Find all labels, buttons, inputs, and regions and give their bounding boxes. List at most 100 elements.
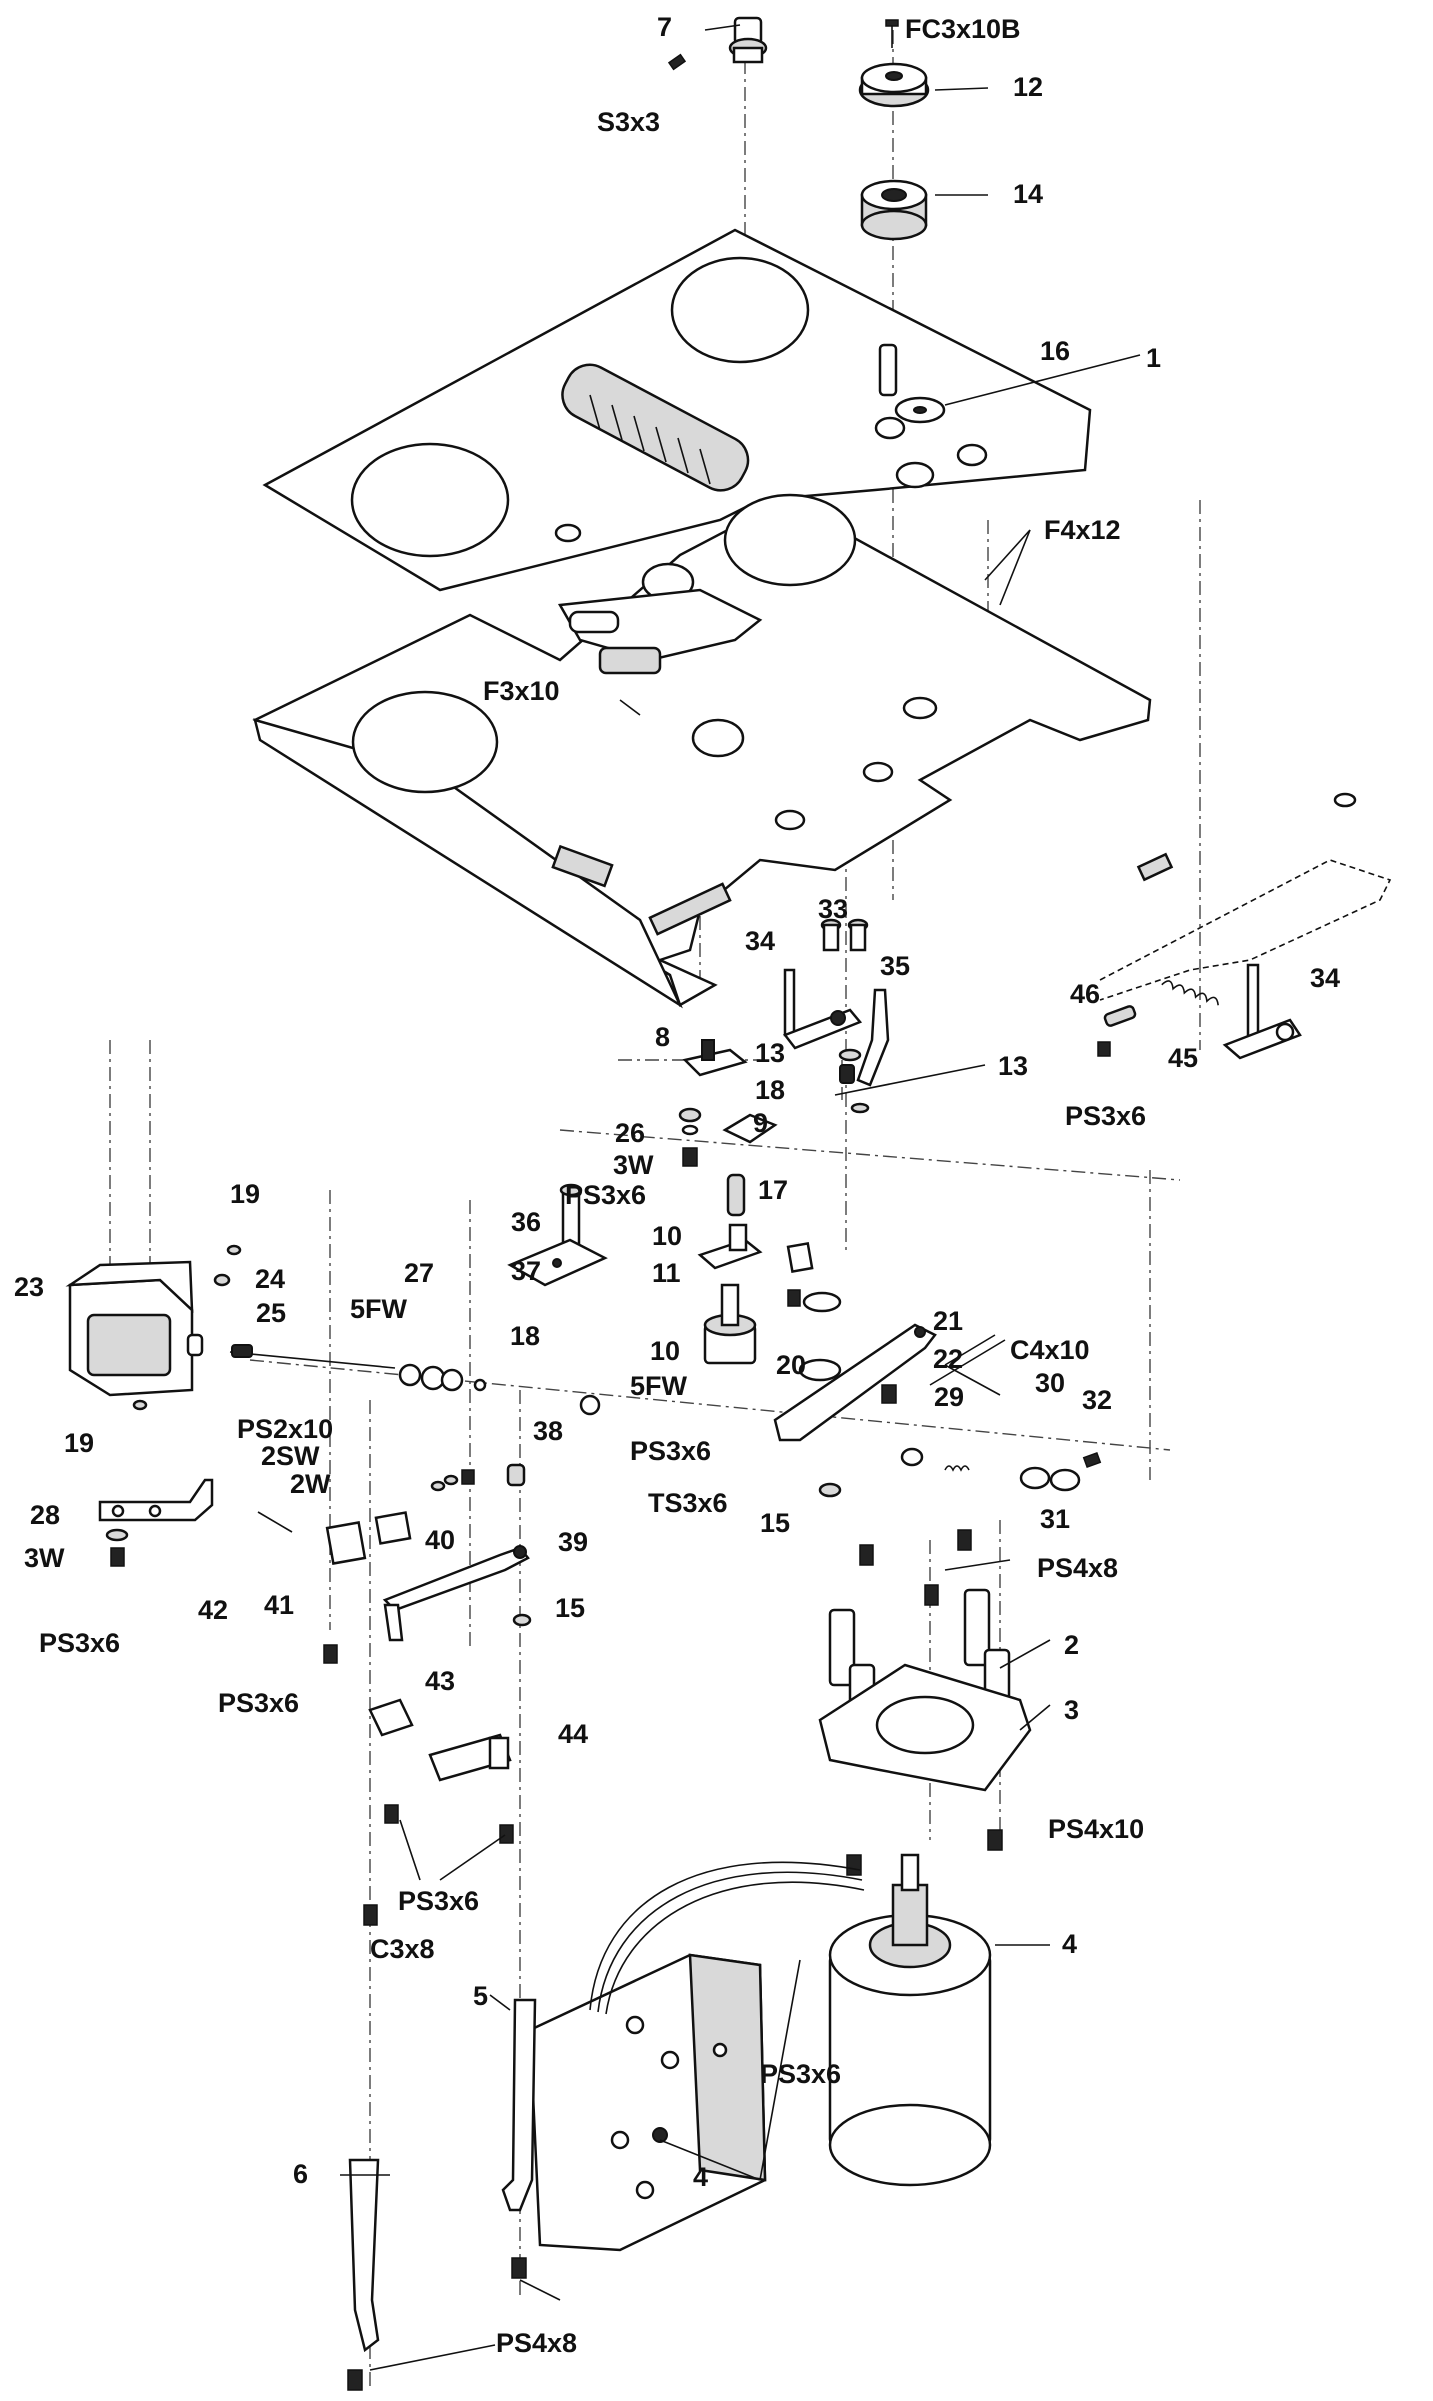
label-18-mid: 18 xyxy=(510,1321,540,1351)
label-s3x3: S3x3 xyxy=(597,107,660,137)
label-17: 17 xyxy=(758,1175,788,1205)
label-23: 23 xyxy=(14,1272,44,1302)
label-ps3x6-41: PS3x6 xyxy=(218,1688,299,1718)
washer-3w-left xyxy=(105,1528,129,1542)
part-4-control-board xyxy=(528,1953,767,2252)
part-37-plate xyxy=(507,1238,608,1287)
label-45: 45 xyxy=(1168,1043,1198,1073)
label-5fw-left: 5FW xyxy=(350,1294,408,1324)
label-ps4x8-bottom: PS4x8 xyxy=(496,2328,577,2358)
label-ps3x6-left: PS3x6 xyxy=(39,1628,120,1658)
part-6-bracket xyxy=(348,2158,380,2353)
label-ps3x6-mid: PS3x6 xyxy=(565,1180,646,1210)
part-24-pin xyxy=(213,1273,231,1287)
part-16-top-plate xyxy=(262,228,1092,592)
part-25-rod xyxy=(229,1344,396,1369)
label-44: 44 xyxy=(558,1719,588,1749)
label-22: 22 xyxy=(933,1344,963,1374)
label-42: 42 xyxy=(198,1595,228,1625)
label-16: 16 xyxy=(1040,336,1070,366)
label-19-top: 19 xyxy=(230,1179,260,1209)
label-15-left: 15 xyxy=(555,1593,585,1623)
label-10-top: 10 xyxy=(652,1221,682,1251)
screw-ps3x6-right xyxy=(1097,1041,1111,1057)
label-33: 33 xyxy=(818,894,848,924)
screws-ps4x8-top xyxy=(859,1529,972,1606)
part-10-shaft xyxy=(726,1173,746,1217)
label-30: 30 xyxy=(1035,1368,1065,1398)
part-5-bracket xyxy=(501,1998,537,2212)
label-2w: 2W xyxy=(290,1469,331,1499)
part-31-nut xyxy=(1019,1466,1081,1492)
part-17-clip xyxy=(786,1241,814,1273)
part-12-pulley xyxy=(858,62,930,108)
part-18-pin xyxy=(839,1064,855,1084)
part-42-pin xyxy=(257,1511,293,1533)
part-41-block xyxy=(325,1521,367,1565)
label-8: 8 xyxy=(655,1022,670,1052)
label-24: 24 xyxy=(255,1264,285,1294)
label-26: 26 xyxy=(615,1118,645,1148)
part-20-pulley xyxy=(798,1291,842,1382)
label-c3x8: C3x8 xyxy=(370,1934,435,1964)
right-subassembly-ghost xyxy=(1099,792,1392,1001)
part-43-clip xyxy=(368,1698,414,1737)
label-35: 35 xyxy=(880,951,910,981)
chassis-plate xyxy=(252,493,1152,1009)
part-14-capstan-roller xyxy=(860,179,928,241)
label-41: 41 xyxy=(264,1590,294,1620)
part-8-bracket xyxy=(682,1039,748,1077)
screw-ps4x10 xyxy=(987,1829,1003,1851)
label-31: 31 xyxy=(1040,1504,1070,1534)
part-21-22-arm xyxy=(773,1323,937,1442)
screws-ps3x6-lower xyxy=(384,1804,514,1844)
slot-ribs xyxy=(589,394,711,485)
label-25: 25 xyxy=(256,1298,286,1328)
part-27-washers xyxy=(398,1363,487,1392)
label-39: 39 xyxy=(558,1527,588,1557)
part-45-spring xyxy=(1161,980,1219,1006)
part-13-washer xyxy=(838,1048,870,1114)
label-46: 46 xyxy=(1070,979,1100,1009)
label-2sw: 2SW xyxy=(261,1441,320,1471)
label-4-motor: 4 xyxy=(1062,1929,1077,1959)
label-f4x12: F4x12 xyxy=(1044,515,1121,545)
leader-lines xyxy=(340,24,1141,2371)
label-ps3x6-right: PS3x6 xyxy=(1065,1101,1146,1131)
screw-ps2x10 xyxy=(430,1469,475,1492)
screw-ps3x6-left xyxy=(110,1547,125,1567)
label-36: 36 xyxy=(511,1207,541,1237)
part-32-screw xyxy=(1082,1451,1102,1469)
part-39-lever xyxy=(382,1545,530,1642)
label-fc3x10b: FC3x10B xyxy=(905,14,1021,44)
label-34-left: 34 xyxy=(745,926,775,956)
part-29-nut xyxy=(900,1447,924,1467)
label-ps2x10: PS2x10 xyxy=(237,1414,333,1444)
screw-c4x10 xyxy=(881,1384,897,1404)
label-37: 37 xyxy=(511,1256,541,1286)
screw-ts3x6 xyxy=(787,1289,801,1307)
label-12: 12 xyxy=(1013,72,1043,102)
part-33-rollers xyxy=(820,918,869,952)
part-40-block xyxy=(374,1511,412,1545)
label-13-right: 13 xyxy=(998,1051,1028,1081)
label-28: 28 xyxy=(30,1500,60,1530)
label-7: 7 xyxy=(657,12,672,42)
screw-c3x8 xyxy=(363,1904,378,1926)
label-3: 3 xyxy=(1064,1695,1079,1725)
label-ps3x6-board: PS3x6 xyxy=(760,2059,841,2089)
part-labels: 7 S3x3 FC3x10B 12 14 16 1 F4x12 F3x10 33… xyxy=(14,12,1340,2358)
part-15-washer xyxy=(818,1482,842,1498)
part-28-bracket xyxy=(98,1478,214,1522)
label-27: 27 xyxy=(404,1258,434,1288)
label-c4x10: C4x10 xyxy=(1010,1335,1090,1365)
label-40: 40 xyxy=(425,1525,455,1555)
label-ps3x6-lower: PS3x6 xyxy=(398,1886,479,1916)
screw-motor-left xyxy=(846,1854,862,1876)
part-1-bushing xyxy=(878,343,946,424)
part-23-solenoid xyxy=(65,1260,204,1397)
label-4-board: 4 xyxy=(693,2162,708,2192)
label-18-top: 18 xyxy=(755,1075,785,1105)
label-2: 2 xyxy=(1064,1630,1079,1660)
